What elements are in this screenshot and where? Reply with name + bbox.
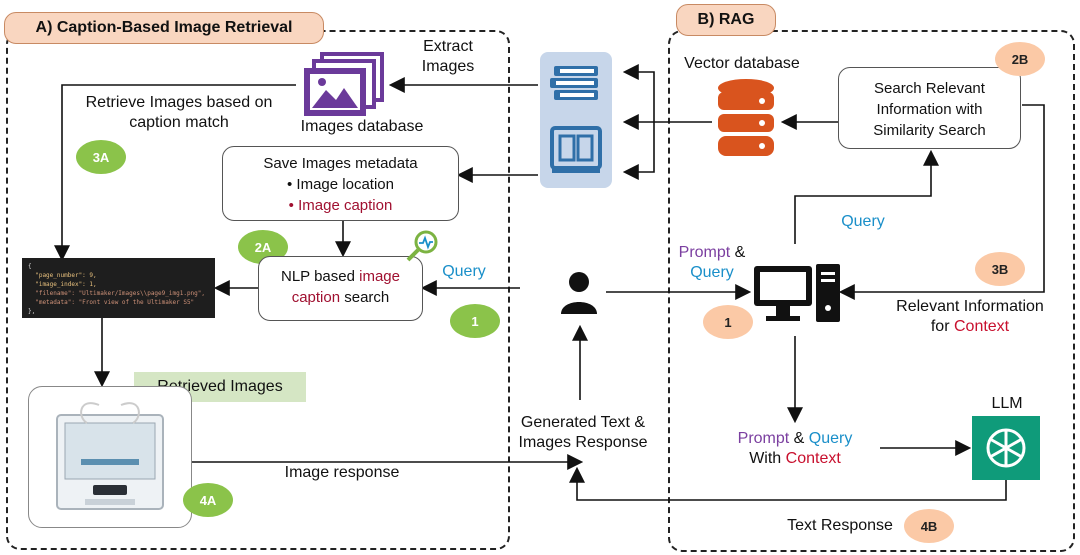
query-label-a: Query (442, 263, 486, 280)
generated-response-label: Generated Text & Images Response (518, 414, 648, 451)
database-icon (714, 78, 778, 162)
metadata-bullet-location: • Image location (287, 176, 394, 193)
panel-a-title: A) Caption-Based Image Retrieval (4, 12, 324, 44)
badge-3b: 3B (975, 252, 1025, 286)
nlp-line-2: caption search (291, 289, 390, 306)
metadata-box: Save Images metadata • Image location • … (222, 146, 459, 221)
openai-logo-icon (972, 416, 1040, 480)
prompt-with-context-label: Prompt & Query With Context (737, 430, 853, 467)
text-response-label: Text Response (787, 517, 893, 534)
similarity-search-box: Search Relevant Information with Similar… (838, 67, 1021, 149)
badge-3a: 3A (76, 140, 126, 174)
books-icon (550, 66, 598, 100)
badge-1b: 1 (703, 305, 753, 339)
badge-4a: 4A (183, 483, 233, 517)
code-line-2: "page_number": 9, (28, 272, 97, 279)
image-response-label: Image response (284, 464, 400, 481)
printer-image (56, 402, 164, 510)
badge-1a: 1 (450, 304, 500, 338)
panel-rag (668, 30, 1075, 552)
nlp-line-1: NLP based image (281, 268, 400, 285)
magnifier-icon (404, 228, 440, 264)
llm-label: LLM (991, 395, 1023, 412)
retrieve-images-label: Retrieve Images based on caption match (85, 94, 273, 131)
vector-database-label: Vector database (684, 55, 800, 72)
image-stack-icon (300, 52, 390, 122)
metadata-title: Save Images metadata (263, 155, 418, 172)
code-line-5: "metadata": "Front view of the Ultimaker… (28, 299, 195, 306)
open-book-icon (550, 126, 602, 173)
nlp-search-box: NLP based image caption search (258, 256, 423, 321)
metadata-bullet-caption: • Image caption (288, 197, 393, 214)
panel-b-title: B) RAG (676, 4, 776, 36)
code-line-3: "image_index": 1, (28, 281, 97, 288)
computer-icon (752, 262, 844, 326)
code-line-1: { (28, 263, 32, 270)
code-line-6: }, (28, 308, 36, 315)
metadata-json-snippet: { "page_number": 9, "image_index": 1, "f… (22, 258, 215, 318)
retrieved-image-card (28, 386, 192, 528)
books-panel (540, 52, 612, 188)
query-label-b: Query (841, 213, 885, 230)
extract-images-label: Extract Images (421, 38, 475, 75)
user-icon (557, 270, 601, 316)
relevant-info-label: Relevant Information for Context (896, 298, 1044, 335)
code-line-4: "filename": "Ultimaker/Images\\page9_img… (28, 290, 206, 297)
badge-4b: 4B (904, 509, 954, 543)
images-database-label: Images database (300, 118, 424, 135)
prompt-query-label: Prompt & Query (678, 244, 746, 281)
badge-2b: 2B (995, 42, 1045, 76)
